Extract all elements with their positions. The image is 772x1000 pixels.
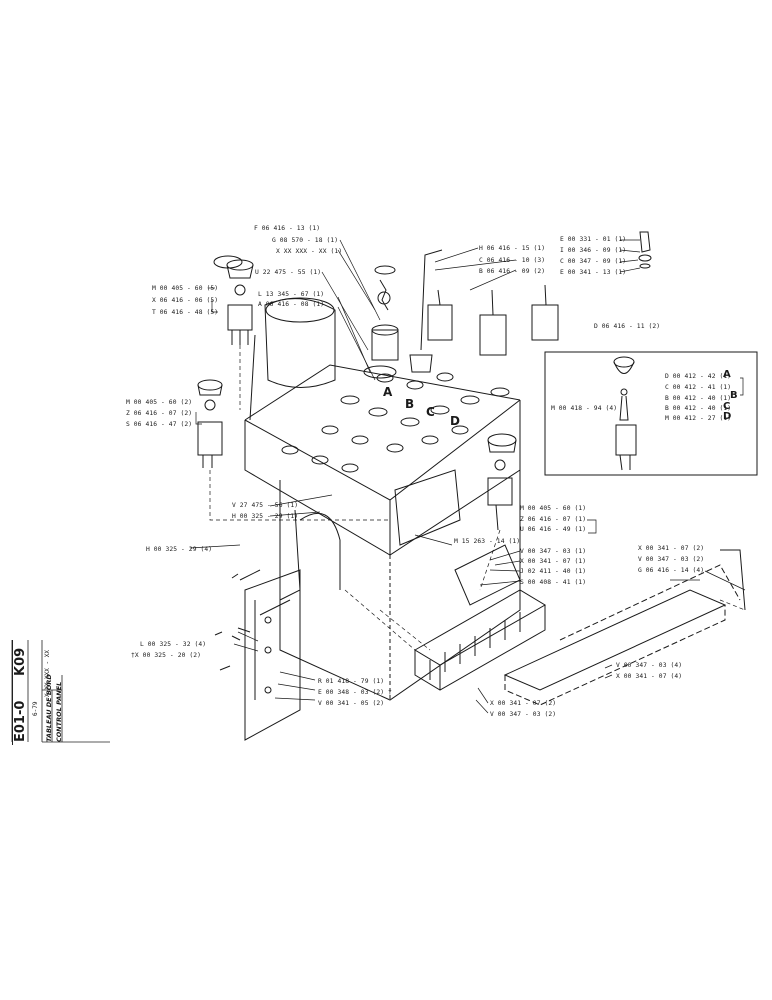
part-label: Z 06 416 - 07 (2) xyxy=(126,410,193,417)
part-label: F 06 416 - 13 (1) xyxy=(254,225,321,232)
part-label: X 00 341 - 07 (2) xyxy=(490,700,557,707)
part-label: M 00 405 - 60 (5) xyxy=(152,285,219,292)
drawing-date: 6-79 xyxy=(32,701,39,716)
panel-body-drawing xyxy=(244,297,521,701)
part-label: B 06 416 - 09 (2) xyxy=(479,268,546,275)
inset-callout-c: C xyxy=(723,401,731,412)
part-label: S 06 416 - 47 (2) xyxy=(126,421,193,428)
part-label: B 00 412 - 40 (1) xyxy=(665,395,732,402)
part-label: C 00 412 - 41 (1) xyxy=(665,384,732,391)
part-label: H 00 325 - 29 (1) xyxy=(232,513,299,520)
part-label: E 00 331 - 01 (1) xyxy=(560,236,627,243)
title-block-frame xyxy=(12,640,109,745)
part-label: X 00 341 - 07 (4) xyxy=(616,673,683,680)
part-label: D 00 412 - 42 (1) xyxy=(665,373,732,380)
part-label: X XX XXX - XX (1) xyxy=(276,248,343,255)
part-label: E 00 341 - 13 (1) xyxy=(560,269,627,276)
part-label: V 27 475 - 56 (1) xyxy=(232,502,299,509)
part-label: M 00 418 - 94 (4) xyxy=(551,405,618,412)
part-label: M 00 412 - 27 (1) xyxy=(665,415,732,422)
part-label: A 06 416 - 08 (1) xyxy=(258,301,325,308)
part-label: S 00 408 - 41 (1) xyxy=(520,579,587,586)
part-label: U 06 416 - 49 (1) xyxy=(520,526,587,533)
part-label: T 06 416 - 48 (5) xyxy=(152,309,219,316)
switches-drawing xyxy=(197,231,652,671)
part-label: C 06 416 - 10 (3) xyxy=(479,257,546,264)
part-label: H 00 325 - 29 (4) xyxy=(146,546,213,553)
part-label: U 22 475 - 55 (1) xyxy=(255,269,322,276)
part-label: X 06 416 - 06 (5) xyxy=(152,297,219,304)
part-label: X 00 341 - 07 (1) xyxy=(520,558,587,565)
part-label: †X 00 325 - 20 (2) xyxy=(131,652,202,659)
part-label: V 00 347 - 03 (1) xyxy=(520,548,587,555)
inset-callout-b: B xyxy=(730,390,738,401)
part-label: V 00 347 - 03 (2) xyxy=(490,711,557,718)
part-label: V 00 347 - 03 (2) xyxy=(638,556,705,563)
callout-b: B xyxy=(405,397,415,411)
callout-d: D xyxy=(450,414,460,428)
leader-lines xyxy=(189,239,746,714)
part-label: G 06 416 - 14 (4) xyxy=(638,567,705,574)
inset-callout-d: D xyxy=(723,411,732,422)
title-french: TABLEAU DE BORD xyxy=(45,674,53,742)
page-code: E01-0 xyxy=(13,700,28,742)
part-label: D 06 416 - 11 (2) xyxy=(594,323,661,330)
title-english: CONTROL PANEL xyxy=(55,681,63,742)
part-label: I 00 346 - 09 (1) xyxy=(560,247,627,254)
part-label: B 00 412 - 40 (1) xyxy=(665,405,732,412)
part-label: Z 06 416 - 07 (1) xyxy=(520,516,587,523)
callout-c: C xyxy=(426,405,435,419)
part-label: E 00 348 - 03 (2) † xyxy=(318,689,392,696)
sheet-code: K09 xyxy=(13,647,28,676)
part-label: M 00 405 - 60 (1) xyxy=(520,505,587,512)
part-label: L 00 325 - 32 (4) xyxy=(140,641,207,648)
callout-a: A xyxy=(383,385,393,399)
inset-callout-a: A xyxy=(723,369,731,380)
part-label: V 00 341 - 05 (2) xyxy=(318,700,385,707)
inset-frame xyxy=(544,351,758,476)
inset-drawing xyxy=(613,356,637,471)
part-label: X 00 341 - 07 (2) xyxy=(638,545,705,552)
part-label: M 00 405 - 60 (2) xyxy=(126,399,193,406)
rail-drawing xyxy=(503,549,746,706)
connector-block-drawing xyxy=(414,544,546,691)
part-label: R 01 418 - 79 (1) xyxy=(318,678,385,685)
part-label: G 08 570 - 18 (1) xyxy=(272,237,339,244)
part-label: C 00 347 - 09 (1) xyxy=(560,258,627,265)
part-label: L 13 345 - 67 (1) xyxy=(258,291,325,298)
part-label: H 06 416 - 15 (1) xyxy=(479,245,546,252)
part-label: M 15 263 - 14 (1) xyxy=(454,538,521,545)
part-label: J 02 411 - 40 (1) xyxy=(520,568,587,575)
part-label: V 00 347 - 03 (4) xyxy=(616,662,683,669)
